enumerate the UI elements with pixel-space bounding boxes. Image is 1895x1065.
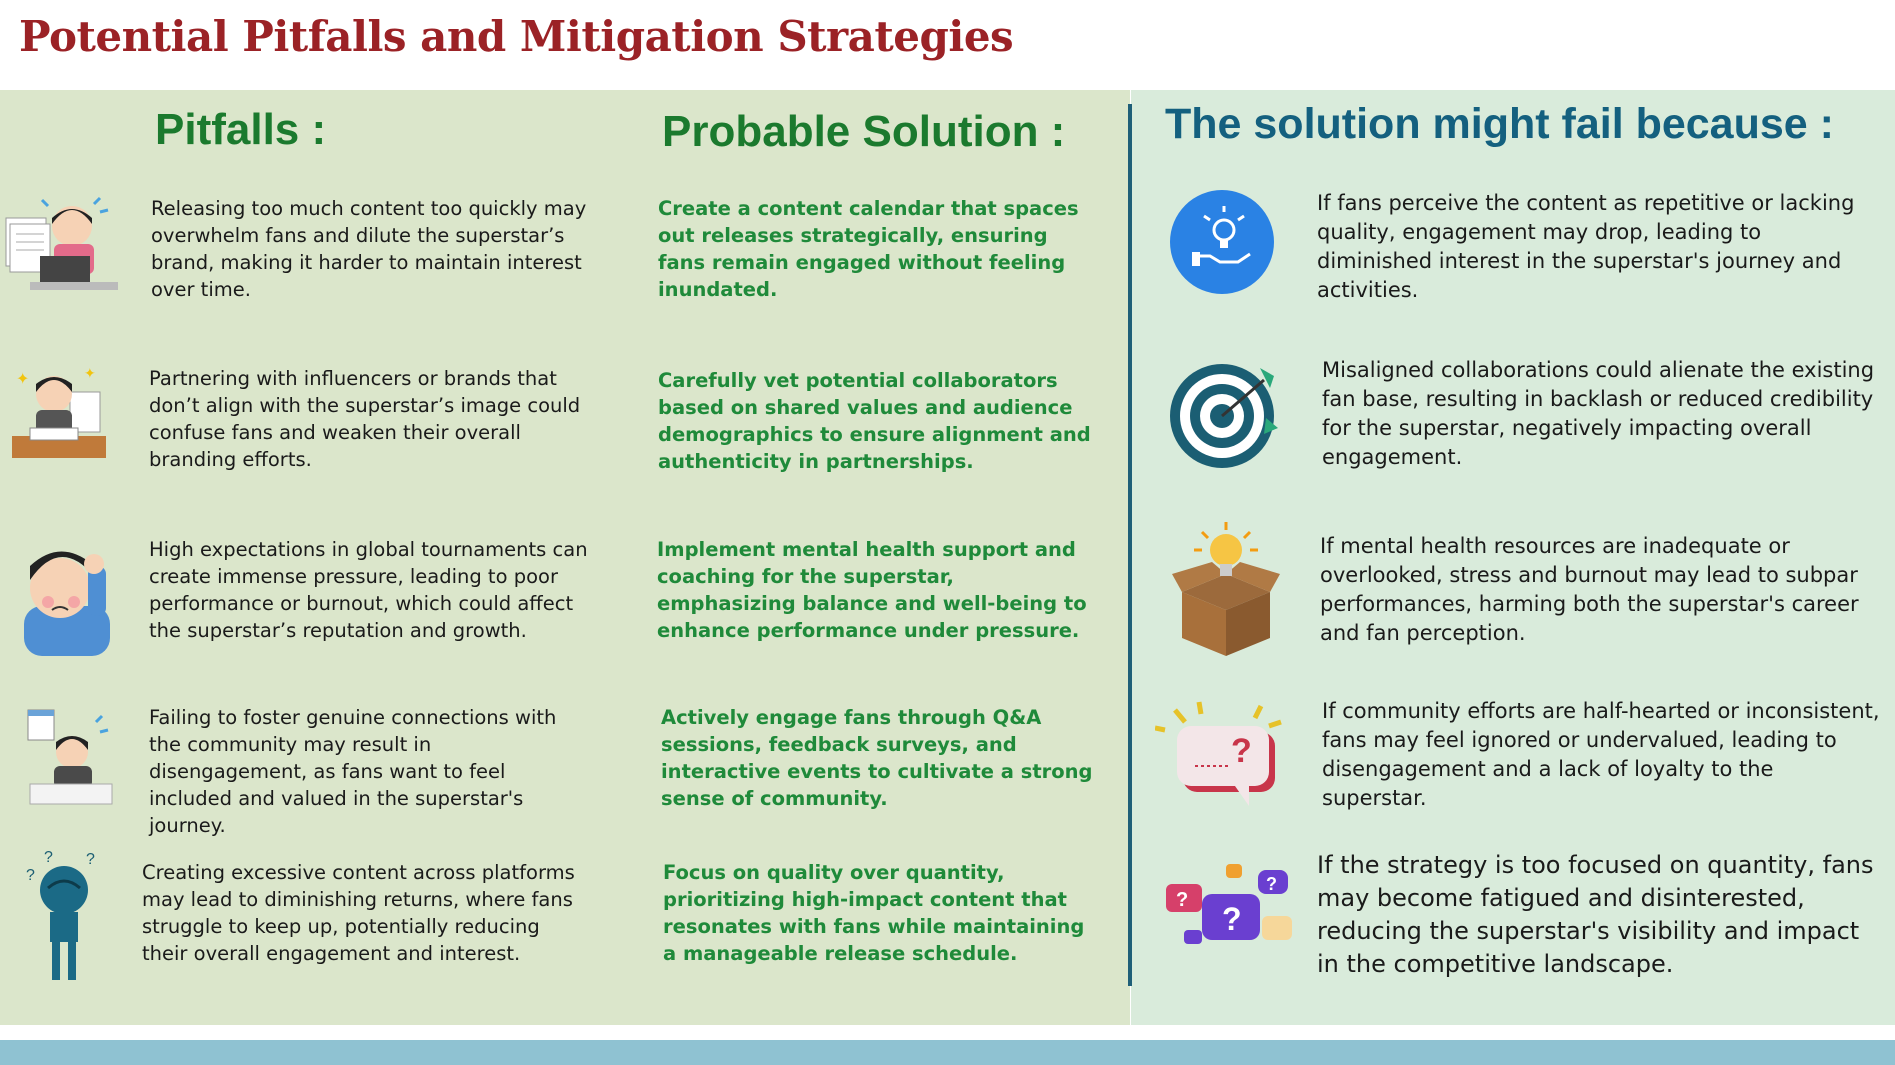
confused-person-question-marks-icon: ? ? ? <box>26 848 106 986</box>
column-divider <box>1128 104 1132 986</box>
fail-header: The solution might fail because : <box>1165 100 1834 148</box>
svg-text:?: ? <box>1176 889 1188 911</box>
target-arrow-icon <box>1170 360 1282 474</box>
overwhelmed-person-laptop-icon <box>2 196 120 300</box>
fail-text-3: If mental health resources are inadequat… <box>1320 534 1859 645</box>
solution-text-4: Actively engage fans through Q&A session… <box>661 706 1093 810</box>
hand-lightbulb-icon <box>1170 190 1274 298</box>
footer-bar <box>0 1040 1895 1065</box>
solution-header: Probable Solution : <box>662 107 1066 156</box>
question-bubbles-icon: ? ? ? <box>1166 864 1298 960</box>
solution-text-2: Carefully vet potential collaborators ba… <box>658 369 1091 473</box>
page-title: Potential Pitfalls and Mitigation Strate… <box>19 12 1014 61</box>
pitfalls-header: Pitfalls : <box>155 105 327 154</box>
solution-text-3: Implement mental health support and coac… <box>657 538 1087 642</box>
pitfall-text-4: Failing to foster genuine connections wi… <box>149 706 557 837</box>
pitfall-text-1: Releasing too much content too quickly m… <box>151 197 587 301</box>
svg-text:?: ? <box>1266 874 1277 894</box>
svg-text:?: ? <box>26 867 35 884</box>
solution-text-1: Create a content calendar that spaces ou… <box>658 197 1079 301</box>
solution-text-5: Focus on quality over quantity, prioriti… <box>663 861 1085 965</box>
svg-text:?: ? <box>44 849 53 866</box>
fail-text-5: If the strategy is too focused on quanti… <box>1317 851 1874 978</box>
pitfall-text-2: Partnering with influencers or brands th… <box>149 367 581 471</box>
svg-text:?: ? <box>1231 732 1252 770</box>
svg-text:?: ? <box>86 851 95 868</box>
pitfall-text-5: Creating excessive content across platfo… <box>142 861 575 965</box>
question-speech-bubble-icon: ? <box>1154 700 1285 814</box>
stressed-person-icon <box>18 536 116 660</box>
pitfall-text-3: High expectations in global tournaments … <box>149 538 588 642</box>
tired-person-calendar-icon <box>26 708 116 812</box>
fail-text-4: If community efforts are half-hearted or… <box>1322 699 1880 810</box>
fail-text-2: Misaligned collaborations could alienate… <box>1322 358 1875 469</box>
lightbulb-box-icon <box>1172 522 1280 660</box>
svg-text:✦: ✦ <box>16 369 29 388</box>
fail-text-1: If fans perceive the content as repetiti… <box>1317 191 1855 302</box>
svg-text:✦: ✦ <box>84 366 96 382</box>
svg-text:?: ? <box>1222 901 1242 937</box>
left-panel <box>0 90 1130 1025</box>
confused-person-desk-icon: ✦ ✦ <box>10 364 110 468</box>
